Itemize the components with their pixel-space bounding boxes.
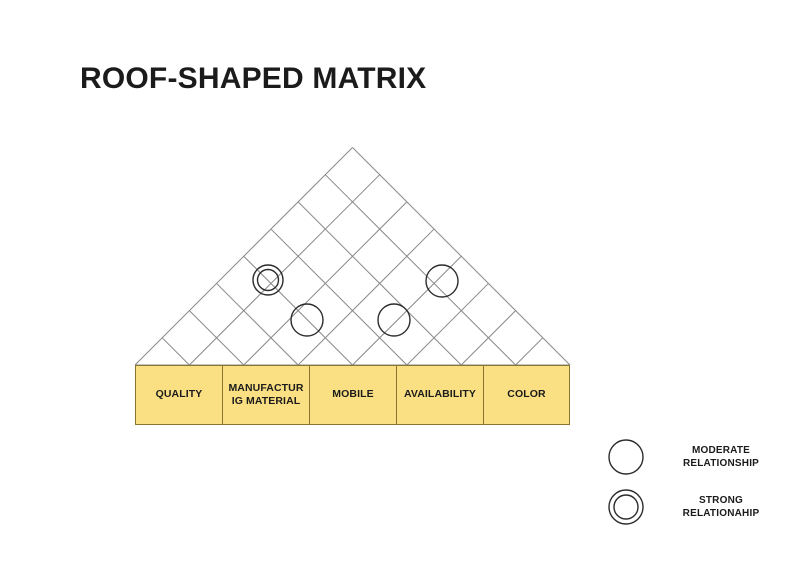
correlation-strong [252, 264, 284, 296]
legend-label-strong: STRONG RELATIONAHIP [652, 494, 790, 521]
requirement-box-manufacturing-material[interactable]: MANUFACTUR IG MATERIAL [222, 365, 309, 425]
requirement-box-availability[interactable]: AVAILABILITY [396, 365, 483, 425]
requirement-box-mobile[interactable]: MOBILE [309, 365, 396, 425]
legend-item-strong: STRONG RELATIONAHIP [600, 482, 790, 532]
requirement-box-quality[interactable]: QUALITY [135, 365, 222, 425]
requirement-label: MOBILE [329, 388, 376, 401]
legend-line: RELATIONSHIP [682, 458, 760, 469]
requirement-label: MANUFACTUR IG MATERIAL [223, 382, 309, 408]
requirement-label: COLOR [504, 388, 548, 401]
label-line: QUALITY [155, 388, 203, 401]
requirement-box-color[interactable]: COLOR [483, 365, 570, 425]
correlation-symbols [252, 264, 459, 337]
requirement-label: AVAILABILITY [401, 388, 479, 401]
label-line: MANUFACTUR [228, 381, 304, 394]
label-line: AVAILABILITY [404, 388, 476, 401]
label-line: MOBILE [332, 388, 374, 401]
legend-item-moderate: MODERATE RELATIONSHIP [600, 432, 790, 482]
strong-relationship-icon [600, 485, 652, 529]
correlation-moderate [290, 303, 324, 337]
label-line: IG MATERIAL [231, 395, 301, 407]
page-title: ROOF-SHAPED MATRIX [80, 62, 427, 95]
correlation-strong-inner [256, 268, 280, 292]
legend: MODERATE RELATIONSHIP STRONG RELATIONAHI… [600, 432, 790, 532]
label-line: COLOR [507, 388, 546, 401]
roof-grid-lines [134, 147, 571, 366]
legend-line: RELATIONAHIP [682, 508, 760, 519]
correlation-moderate [425, 264, 459, 298]
legend-line: MODERATE [691, 444, 751, 456]
correlation-moderate [377, 303, 411, 337]
legend-line: STRONG [699, 494, 743, 506]
requirement-label-row: QUALITY MANUFACTUR IG MATERIAL MOBILE AV… [135, 365, 570, 425]
requirement-label: QUALITY [153, 388, 206, 401]
legend-label-moderate: MODERATE RELATIONSHIP [652, 444, 790, 471]
moderate-relationship-icon [600, 435, 652, 479]
